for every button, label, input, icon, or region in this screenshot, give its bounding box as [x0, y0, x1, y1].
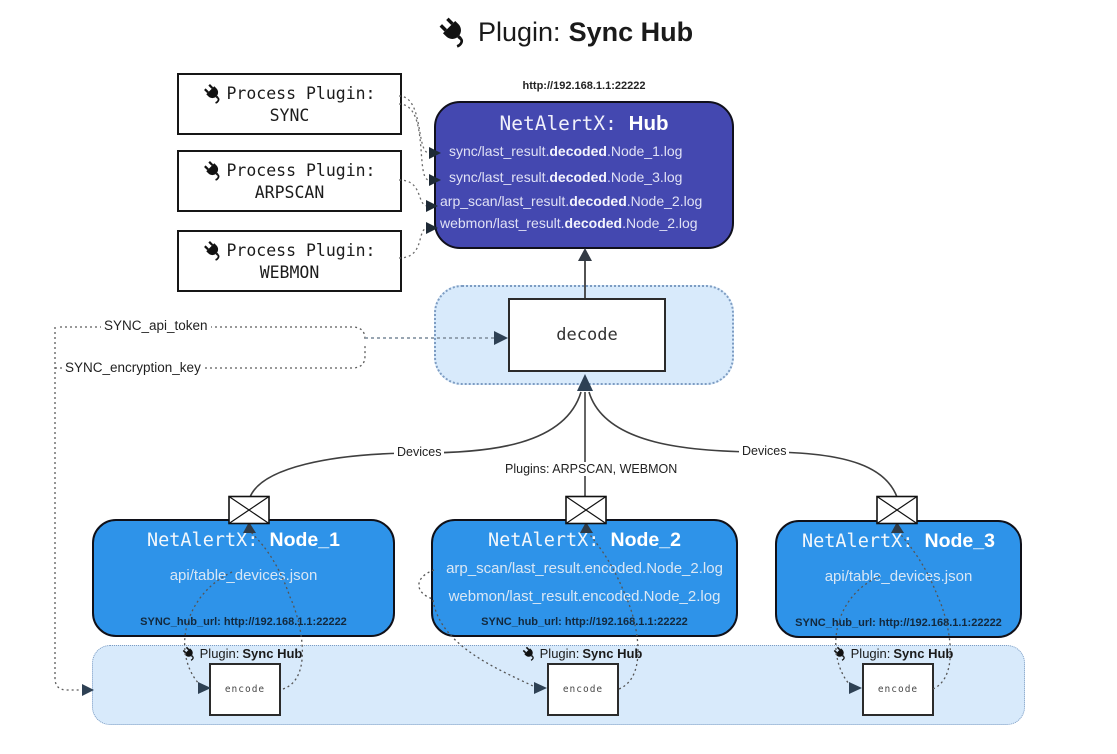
node-file: arp_scan/last_result.encoded.Node_2.log: [446, 560, 723, 577]
process-plugin-sync: Process Plugin: SYNC: [177, 73, 402, 135]
page-title: Plugin: Sync Hub: [438, 16, 693, 48]
encoder-label-2: Plugin:Sync Hub: [482, 646, 682, 661]
page-title-prefix: Plugin:: [478, 16, 561, 47]
hub-title-prefix: NetAlertX:: [499, 112, 617, 135]
hub-log-line: webmon/last_result.decoded.Node_2.log: [440, 215, 698, 231]
plug-icon: [203, 160, 224, 181]
process-plugin-label: Process Plugin:: [226, 84, 376, 103]
process-plugin-name: ARPSCAN: [254, 183, 325, 202]
node-title: NetAlertX: Node_3: [802, 530, 995, 552]
hub-log-line: sync/last_result.decoded.Node_1.log: [449, 143, 683, 159]
process-plugin-label: Process Plugin:: [226, 241, 376, 260]
plugin-to-hub-wires: [398, 95, 430, 259]
hub-title-name: Hub: [628, 112, 669, 135]
plug-icon: [182, 646, 197, 661]
node-hub-url: SYNC_hub_url: http://192.168.1.1:22222: [140, 616, 347, 628]
encoder-label-3: Plugin:Sync Hub: [793, 646, 993, 661]
sync-encryption-key-label: SYNC_encryption_key: [62, 360, 204, 375]
process-plugin-name: WEBMON: [259, 263, 320, 282]
node-file: api/table_devices.json: [824, 568, 973, 585]
encode-box-2: encode: [547, 663, 619, 716]
hub-title: NetAlertX: Hub: [436, 112, 732, 136]
decode-box: decode: [508, 298, 666, 372]
encoder-label-1: Plugin:Sync Hub: [142, 646, 342, 661]
node-file: webmon/last_result.encoded.Node_2.log: [448, 587, 721, 605]
devices-curves: [249, 391, 898, 498]
plug-icon: [203, 83, 224, 104]
page-title-name: Sync Hub: [568, 16, 694, 47]
hub-log-lines: sync/last_result.decoded.Node_1.log sync…: [436, 139, 732, 234]
sync-api-token-label: SYNC_api_token: [101, 318, 211, 333]
node-title: NetAlertX: Node_1: [147, 529, 340, 551]
hub-url-label: http://192.168.1.1:22222: [522, 80, 646, 92]
plug-icon: [438, 16, 470, 48]
node-3-box: NetAlertX: Node_3 api/table_devices.json…: [775, 520, 1022, 638]
node-1-box: NetAlertX: Node_1 api/table_devices.json…: [92, 519, 395, 637]
plug-icon: [203, 240, 224, 261]
plug-icon: [522, 646, 537, 661]
node-hub-url: SYNC_hub_url: http://192.168.1.1:22222: [481, 616, 688, 628]
node-file: api/table_devices.json: [169, 567, 318, 584]
hub-log-line: arp_scan/last_result.decoded.Node_2.log: [440, 193, 703, 209]
plugins-mid-label: Plugins: ARPSCAN, WEBMON: [502, 462, 681, 476]
encode-box-3: encode: [862, 663, 934, 716]
plug-icon: [833, 646, 848, 661]
node-2-box: NetAlertX: Node_2 arp_scan/last_result.e…: [431, 519, 738, 637]
process-plugin-name: SYNC: [269, 106, 310, 125]
devices-left-label: Devices: [394, 445, 445, 459]
node-hub-url: SYNC_hub_url: http://192.168.1.1:22222: [795, 617, 1002, 629]
hub-box: NetAlertX: Hub sync/last_result.decoded.…: [434, 101, 734, 249]
encode-box-1: encode: [209, 663, 281, 716]
devices-right-label: Devices: [739, 444, 790, 458]
hub-log-line: sync/last_result.decoded.Node_3.log: [449, 168, 683, 185]
process-plugin-arpscan: Process Plugin: ARPSCAN: [177, 150, 402, 212]
process-plugin-label: Process Plugin:: [226, 161, 376, 180]
node-title: NetAlertX: Node_2: [488, 529, 681, 551]
process-plugin-webmon: Process Plugin: WEBMON: [177, 230, 402, 292]
